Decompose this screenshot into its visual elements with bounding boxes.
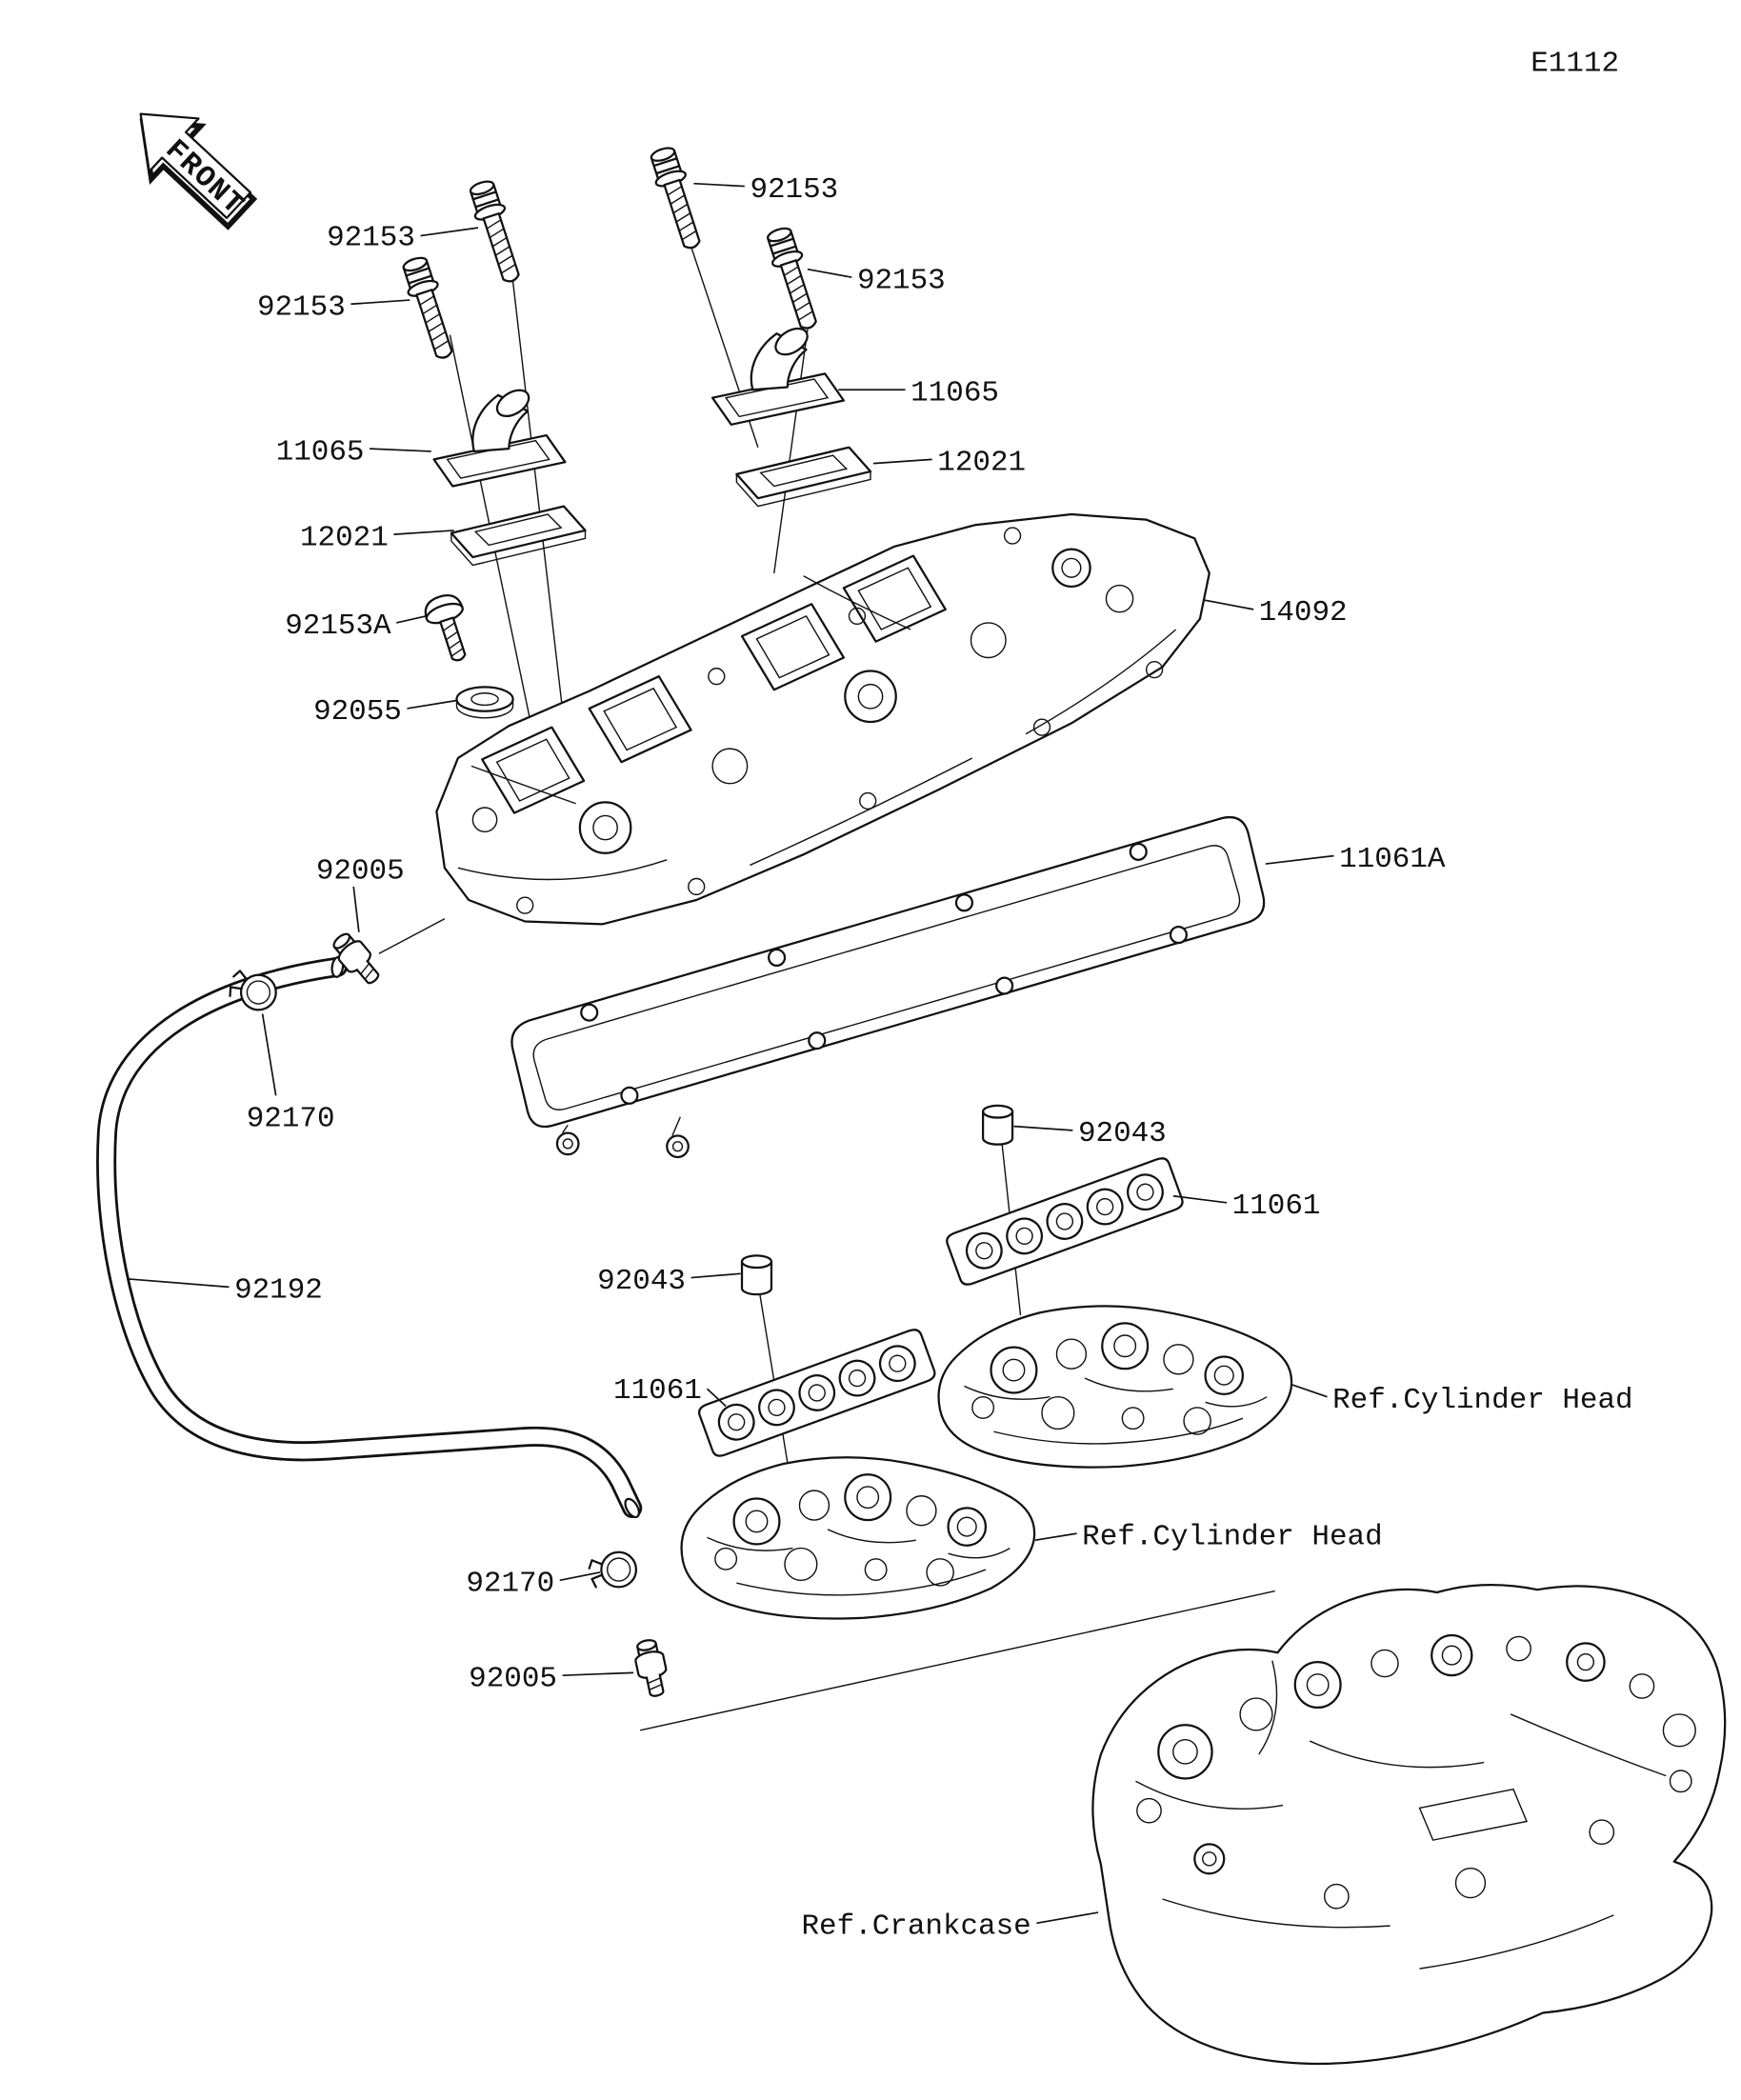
dowel-92043-left-drawing	[740, 1254, 773, 1296]
callout-ref-crankcase: Ref.Crankcase	[802, 1910, 1031, 1944]
callout-92170-top: 92170	[247, 1103, 335, 1136]
cylinder-head-ref-right-drawing	[937, 1305, 1293, 1469]
front-arrow: FRONT	[139, 112, 258, 230]
dowel-92043-right-drawing	[981, 1104, 1014, 1146]
grommet-92055-drawing	[455, 686, 514, 719]
leader-lines	[128, 182, 1334, 1925]
cam-cap-gasket-11061-right-drawing	[943, 1154, 1186, 1289]
screw-92153-upper-left-drawing	[464, 176, 529, 288]
screw-92153-left-drawing	[397, 252, 462, 364]
cylinder-head-ref-left-drawing	[680, 1456, 1036, 1620]
callout-14092: 14092	[1259, 596, 1348, 630]
cam-cap-gasket-11061-left-drawing	[695, 1326, 938, 1460]
callout-92005-top: 92005	[316, 855, 405, 889]
page-code: E1112	[1531, 48, 1619, 81]
callout-labels: 92153 92153 92153 92153 11065 11065 1202…	[234, 173, 1633, 1944]
callout-11061-right: 11061	[1232, 1190, 1321, 1223]
callout-12021-right: 12021	[937, 447, 1026, 480]
callout-11065-left: 11065	[276, 435, 365, 469]
callout-11065-right: 11065	[911, 377, 999, 410]
cover-gasket-11061a-drawing	[510, 815, 1266, 1159]
screw-92153-top-drawing	[645, 143, 710, 253]
plate-12021-right-drawing	[735, 446, 872, 508]
breather-fitting-92005-bottom-drawing	[630, 1636, 672, 1700]
callout-92153-top: 92153	[750, 173, 838, 207]
callout-92043-right: 92043	[1078, 1117, 1167, 1150]
callout-11061a: 11061A	[1339, 843, 1446, 876]
callout-ref-cylinder-head-right: Ref.Cylinder Head	[1332, 1384, 1632, 1417]
callout-92055: 92055	[313, 695, 402, 729]
callout-92153-upper-left: 92153	[327, 221, 415, 254]
callout-12021-left: 12021	[300, 521, 389, 554]
duct-11065-left-drawing	[432, 383, 567, 488]
screw-92153-right-drawing	[762, 224, 826, 334]
callout-92005-bottom: 92005	[469, 1662, 557, 1695]
callout-92153-right: 92153	[857, 264, 946, 297]
callout-92192: 92192	[234, 1274, 323, 1308]
duct-11065-right-drawing	[710, 322, 846, 426]
hose-clamp-92170-bottom-drawing	[588, 1550, 638, 1589]
callout-ref-cylinder-head-left: Ref.Cylinder Head	[1082, 1520, 1382, 1553]
crankcase-ref-drawing	[1091, 1584, 1727, 2066]
callout-92170-bottom: 92170	[466, 1568, 554, 1601]
callout-11061-left: 11061	[613, 1374, 702, 1408]
cylinder-head-cover-14092-drawing	[435, 512, 1211, 926]
callout-92153a: 92153A	[285, 610, 391, 643]
shoulder-bolt-92153a-drawing	[424, 594, 467, 662]
plate-12021-left-drawing	[450, 505, 587, 567]
callout-92043-left: 92043	[597, 1265, 686, 1298]
callout-92153-left: 92153	[257, 291, 346, 325]
